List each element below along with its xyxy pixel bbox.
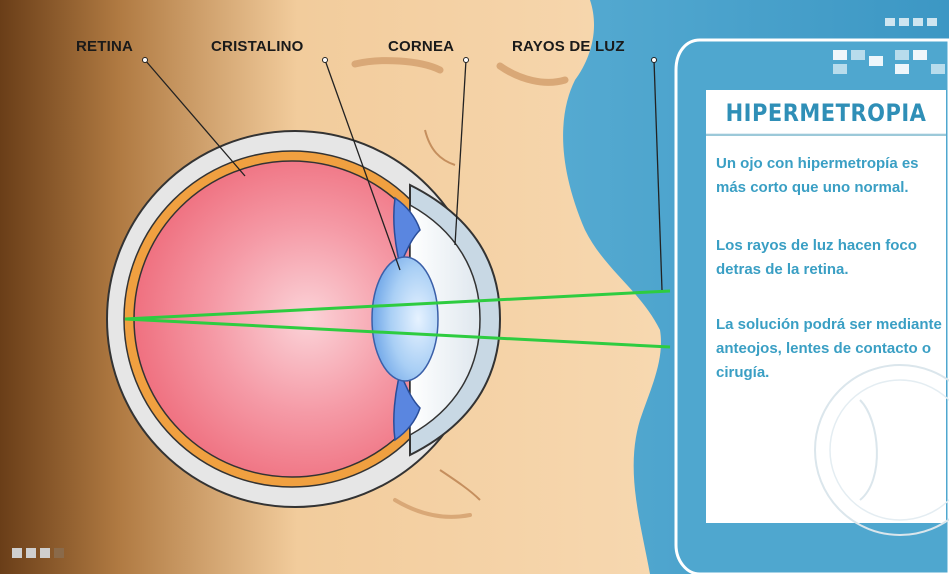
panel-paragraph-3: La solución podrá ser mediante anteojos,…: [716, 313, 942, 385]
leader-dot-rayos: [652, 58, 657, 63]
panel-paragraph-2: Los rayos de luz hacen foco detras de la…: [716, 234, 942, 282]
label-retina: RETINA: [76, 38, 133, 55]
panel-paragraph-1: Un ojo con hipermetropía es más corto qu…: [716, 152, 942, 200]
leader-dot-cristalino: [323, 58, 328, 63]
panel-title: HIPERMETROPIA: [706, 90, 946, 136]
label-rayos-de-luz: RAYOS DE LUZ: [512, 38, 625, 55]
leader-dot-cornea: [464, 58, 469, 63]
label-cornea: CORNEA: [388, 38, 454, 55]
info-panel: HIPERMETROPIA Un ojo con hipermetropía e…: [706, 93, 946, 523]
leader-dot-retina: [143, 58, 148, 63]
label-cristalino: CRISTALINO: [211, 38, 304, 55]
crystalline-lens: [372, 257, 438, 381]
